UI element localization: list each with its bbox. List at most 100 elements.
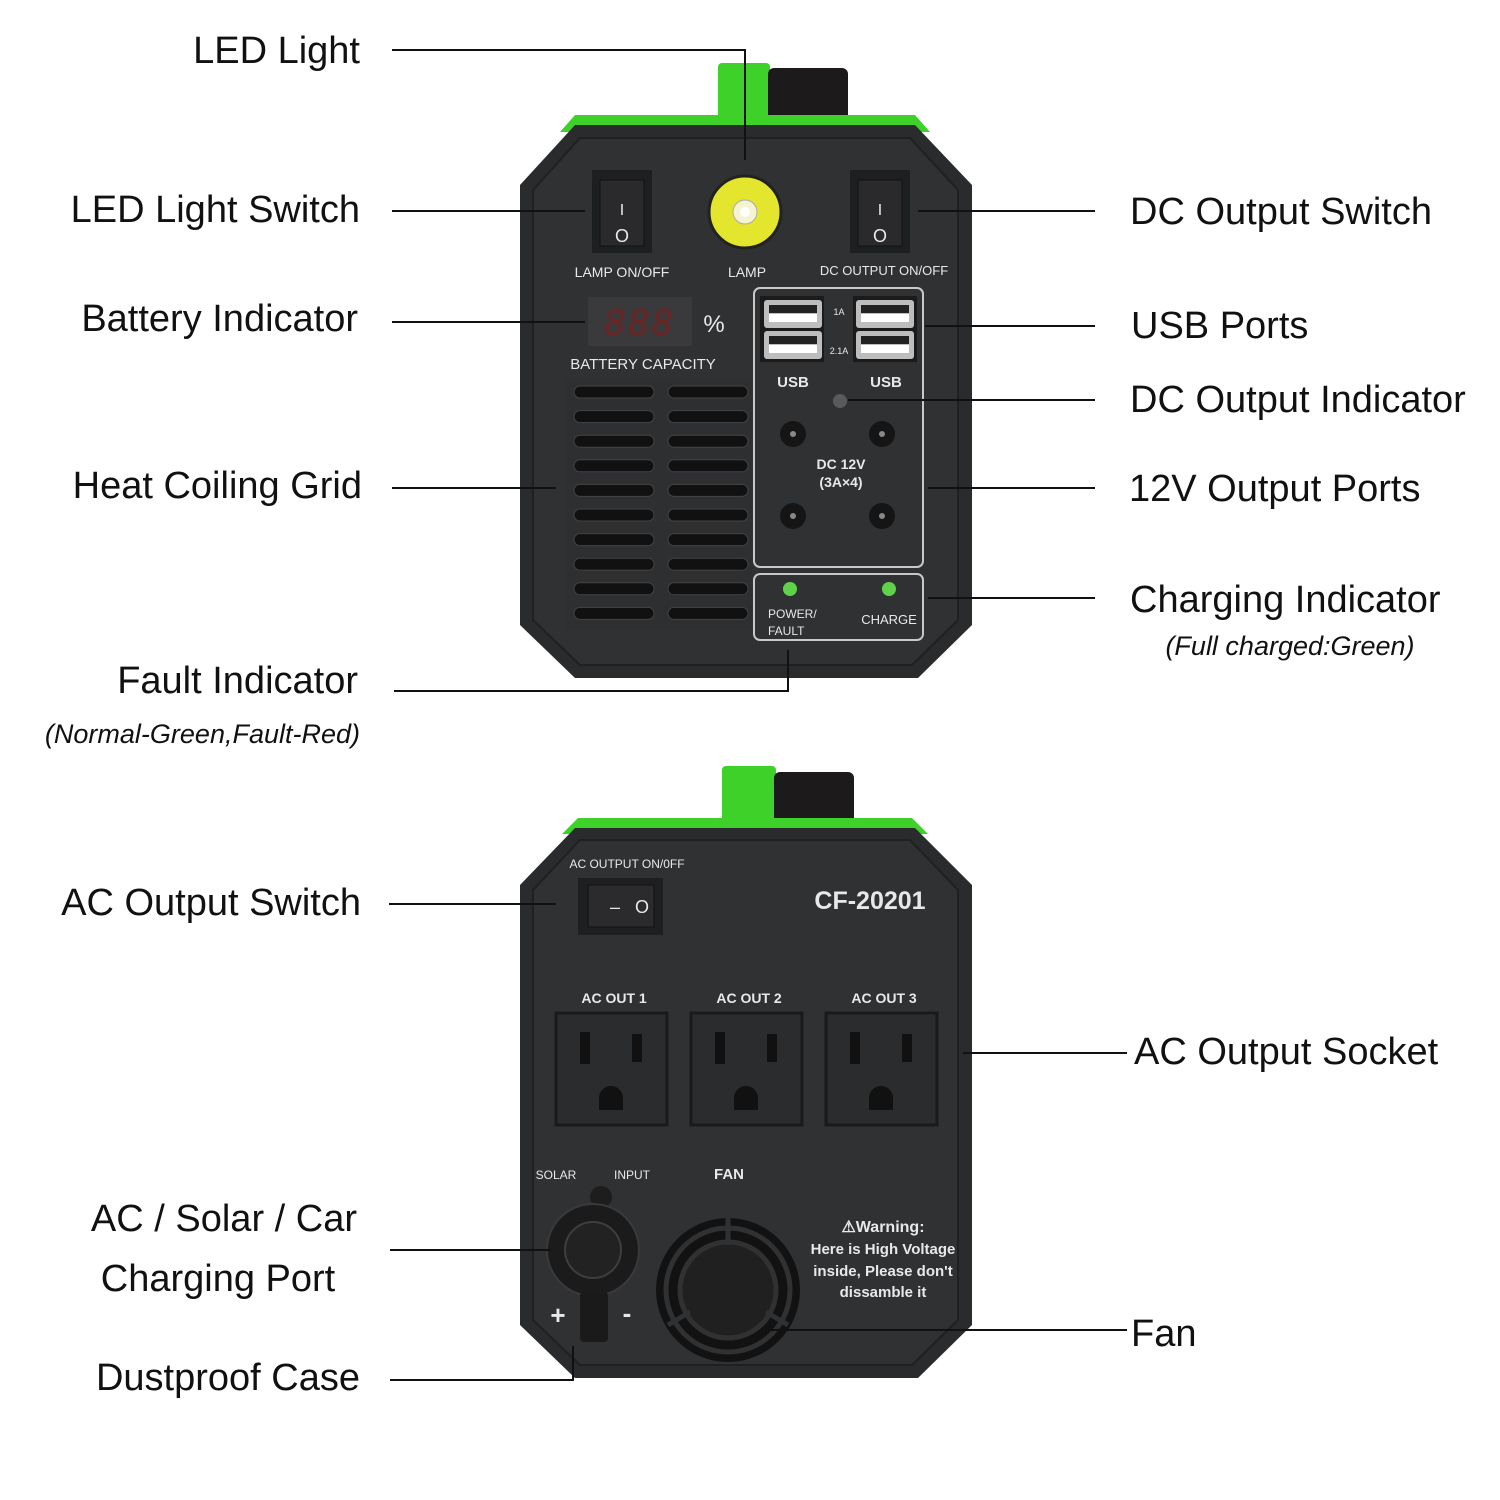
switch-on-mark: – [610,897,620,917]
ac-out-label: AC OUT 2 [716,990,782,1006]
dc-jack[interactable] [780,421,806,447]
solar-label: SOLAR [536,1168,577,1182]
switch-off-mark: O [873,226,887,246]
callout-ac-output-socket: AC Output Socket [1134,1031,1439,1073]
warning-line: dissamble it [840,1284,927,1301]
dc-output-indicator-led [833,394,847,408]
dc-jack[interactable] [780,503,806,529]
power-label: POWER/ [768,607,817,621]
input-label: INPUT [614,1168,651,1182]
vent-slot [667,385,749,399]
dc-current-label: (3A×4) [819,474,862,490]
leader-fault [394,650,789,692]
vent-slot [667,483,749,497]
usb-port-right[interactable] [853,296,917,362]
usb-port-left[interactable] [760,296,824,362]
warning-line: inside, Please don't [813,1263,952,1280]
vent-slot [667,582,749,596]
callout-usb-ports: USB Ports [1131,305,1308,347]
dc-output-switch[interactable]: I O [850,170,910,253]
lamp-switch-label: LAMP ON/OFF [575,264,670,280]
callout-heat-grid: Heat Coiling Grid [73,465,362,507]
dc-jack[interactable] [869,421,895,447]
heat-grid [566,380,752,630]
vent-slot [573,606,655,620]
switch-on-mark: I [878,202,882,219]
leader-led-light [392,49,746,160]
vent-slot [573,557,655,571]
vent-slot [667,459,749,473]
leader-lines [389,49,1127,1381]
callout-battery-indicator: Battery Indicator [81,298,358,340]
fan-grille [656,1218,800,1362]
callout-fan: Fan [1131,1313,1196,1355]
vent-slot [667,434,749,448]
vent-slot [573,533,655,547]
vent-slot [573,434,655,448]
dc12v-label: DC 12V [816,456,866,472]
ac-socket[interactable] [554,1011,669,1127]
callout-charging-indicator: Charging Indicator [1130,579,1441,621]
ac-socket[interactable] [824,1011,939,1127]
dustproof-cap[interactable] [580,1292,608,1342]
charge-led [882,582,896,596]
battery-display [588,297,692,346]
vent-slot [573,483,655,497]
vent-slot [667,557,749,571]
callout-fault-note: (Normal-Green,Fault-Red) [45,719,360,749]
ac-output-switch[interactable]: – O [578,878,663,935]
vent-slot [573,385,655,399]
battery-display-value: 888 [604,303,675,344]
callout-labels: LED Light LED Light Switch Battery Indic… [45,30,1466,1399]
battery-capacity-label: BATTERY CAPACITY [570,356,716,373]
plus-sign: + [550,1300,565,1330]
ac-out-label: AC OUT 1 [581,990,647,1006]
callout-dustproof-case: Dustproof Case [96,1357,360,1399]
switch-off-mark: O [635,897,649,917]
fault-label: FAULT [768,624,805,638]
vent-slot [573,410,655,424]
power-fault-led [783,582,797,596]
dc-switch-label: DC OUTPUT ON/OFF [820,263,948,278]
switch-off-mark: O [615,226,629,246]
callout-12v-output-ports: 12V Output Ports [1129,468,1421,510]
vent-slot [667,606,749,620]
dc-jack[interactable] [869,503,895,529]
vent-slot [667,533,749,547]
vent-slot [573,459,655,473]
warning-line: Here is High Voltage [811,1241,956,1258]
black-knob [768,68,848,123]
ac-out-label: AC OUT 3 [851,990,917,1006]
indicator-panel [753,573,924,641]
vent-slot [667,410,749,424]
vent-slot [667,508,749,522]
callout-dc-output-switch: DC Output Switch [1130,191,1432,233]
warning-title: ⚠Warning: [841,1219,924,1236]
usb-right-label: USB [870,374,902,391]
charge-label: CHARGE [861,612,917,627]
callout-charging-port-line1: AC / Solar / Car [91,1198,357,1240]
minus-sign: - [623,1298,632,1328]
usb-left-label: USB [777,374,809,391]
callout-charging-port-line2: Charging Port [101,1258,336,1300]
vent-slot [573,508,655,522]
lamp-label: LAMP [728,264,766,280]
fan-label: FAN [714,1166,744,1183]
callout-ac-output-switch: AC Output Switch [61,882,361,924]
dc-output-panel [753,287,924,568]
black-knob [774,772,854,824]
lamp-switch[interactable]: I O [592,170,652,253]
callout-dc-output-indicator: DC Output Indicator [1130,379,1466,421]
model-number: CF-20201 [814,887,925,915]
callout-led-light-switch: LED Light Switch [71,189,360,231]
ac-socket[interactable] [689,1011,804,1127]
front-device: I O LAMP ON/OFF LAMP I O DC OUTPUT ON/OF… [520,63,972,678]
usb-1a-label: 1A [833,307,844,317]
callout-charging-note: (Full charged:Green) [1165,631,1414,661]
leader-dustproof [390,1346,574,1381]
callout-fault-indicator: Fault Indicator [117,660,358,702]
switch-on-mark: I [620,202,624,219]
